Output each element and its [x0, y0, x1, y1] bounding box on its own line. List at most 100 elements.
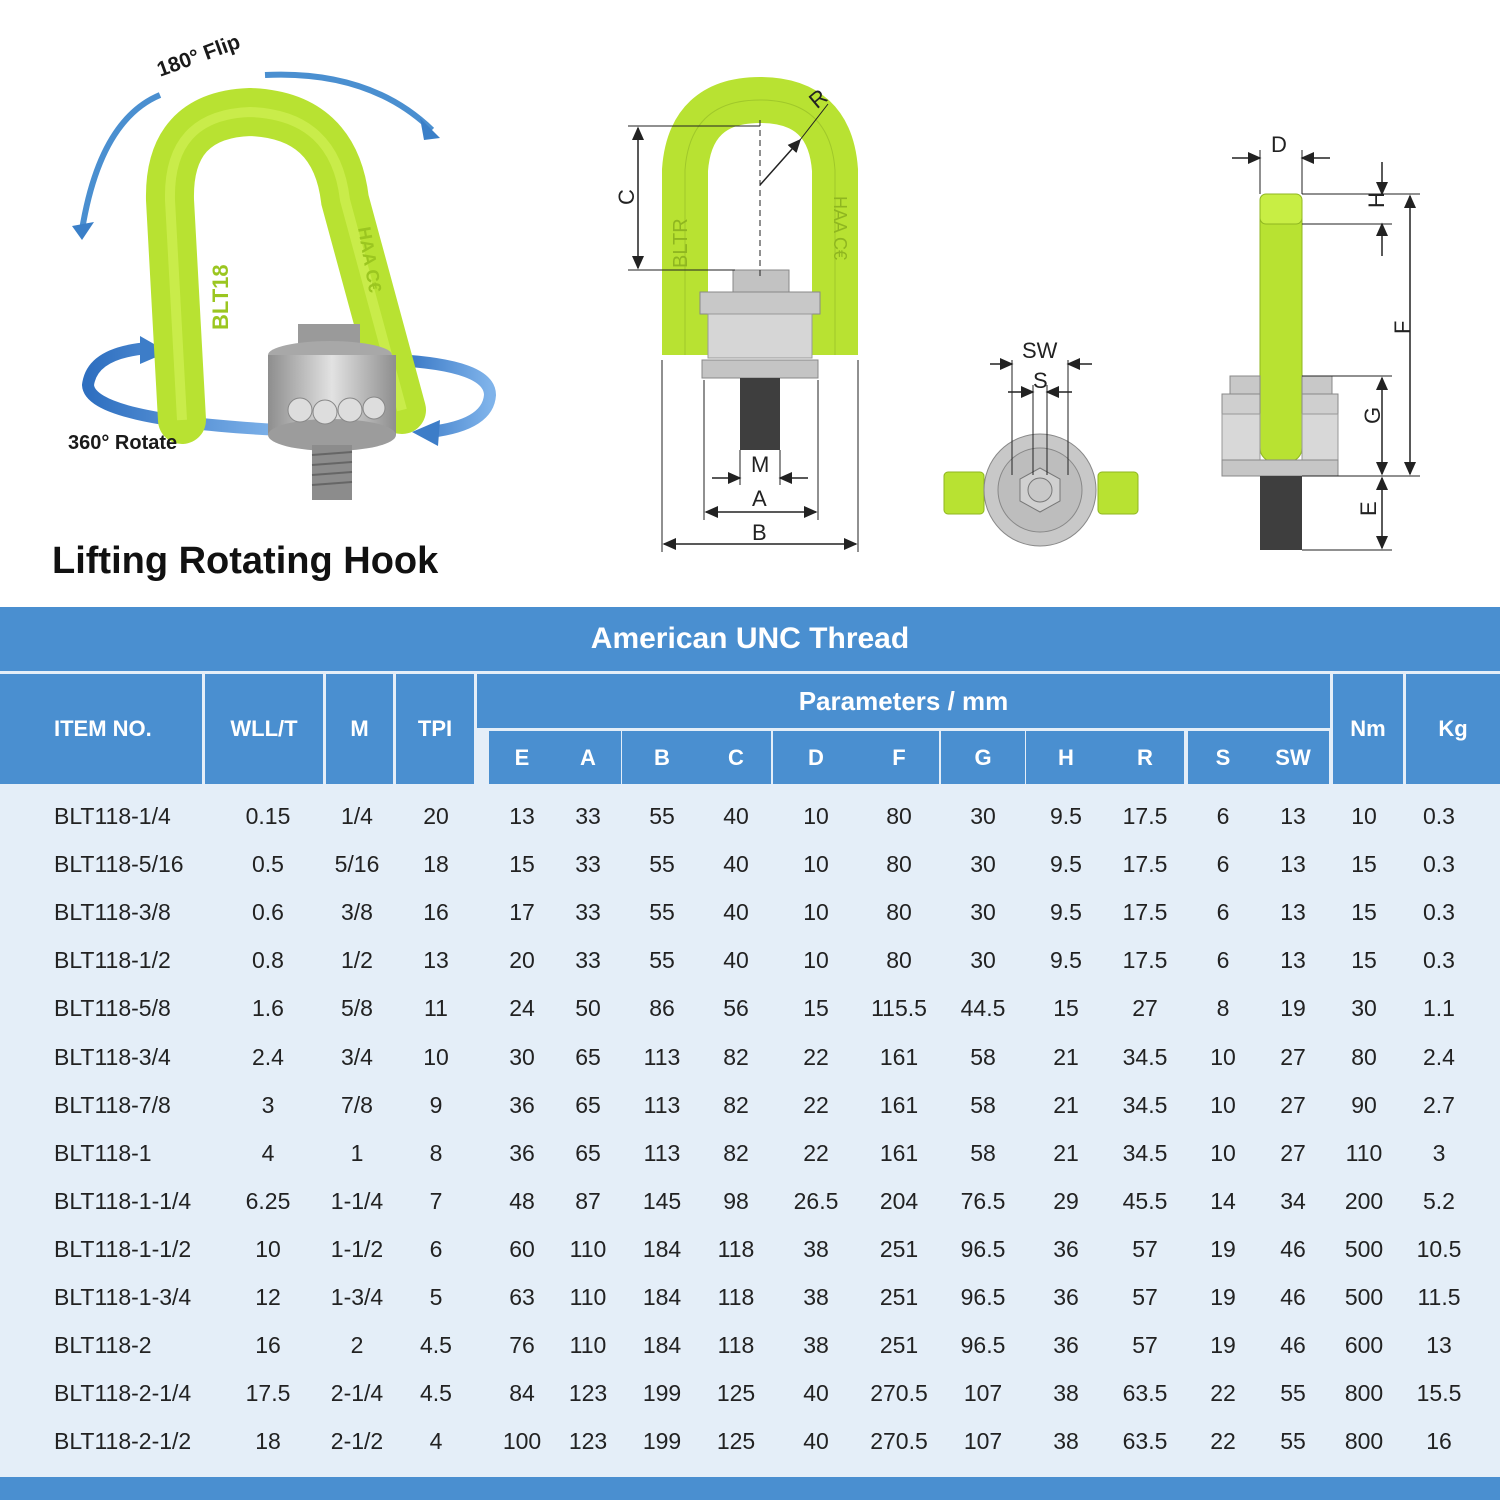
table-cell: 1/4 — [341, 803, 373, 829]
table-cell: 10 — [423, 1044, 449, 1070]
side-view-drawing: D H F G E — [1221, 132, 1420, 551]
table-cell: 0.5 — [252, 851, 284, 877]
table-cell: 800 — [1344, 1380, 1384, 1406]
table-cell: 3/8 — [341, 899, 373, 925]
header-parameters-group: Parameters / mm — [477, 674, 1330, 728]
table-cell: 10 — [803, 803, 829, 829]
cell-item-no: BLT118-1/2 — [54, 947, 171, 973]
table-cell: 251 — [879, 1236, 919, 1262]
table-cell: 17.5 — [1122, 947, 1168, 973]
table-cell: 19 — [1280, 995, 1306, 1021]
table-cell: 46 — [1280, 1284, 1306, 1310]
table-cell: 65 — [575, 1092, 601, 1118]
table-cell: 20 — [509, 947, 535, 973]
table-cell: 10 — [1210, 1092, 1236, 1118]
product-title: Lifting Rotating Hook — [52, 540, 439, 582]
table-cell: 76 — [509, 1332, 535, 1358]
table-cell: 7 — [429, 1188, 443, 1214]
table-cell: 40 — [723, 947, 749, 973]
table-cell: 1 — [350, 1140, 364, 1166]
table-cell: 58 — [970, 1140, 996, 1166]
table-cell: 22 — [803, 1092, 829, 1118]
header-param-g: G — [941, 731, 1025, 784]
cell-item-no: BLT118-1 — [54, 1140, 152, 1166]
header-wll: WLL/T — [205, 674, 323, 784]
table-cell: 38 — [803, 1332, 829, 1358]
table-cell: 10 — [255, 1236, 281, 1262]
table-cell: 57 — [1132, 1332, 1158, 1358]
table-cell: 65 — [575, 1140, 601, 1166]
table-cell: 38 — [1053, 1428, 1079, 1454]
table-cell: 34.5 — [1122, 1092, 1168, 1118]
table-cell: 13 — [1280, 851, 1306, 877]
table-cell: 118 — [717, 1332, 755, 1358]
table-cell: 123 — [568, 1380, 608, 1406]
table-cell: 10 — [803, 947, 829, 973]
table-cell: 55 — [649, 899, 675, 925]
table-cell: 800 — [1344, 1428, 1384, 1454]
table-cell: 0.6 — [252, 899, 284, 925]
table-cell: 40 — [803, 1380, 829, 1406]
table-cell: 123 — [568, 1428, 608, 1454]
table-cell: 60 — [509, 1236, 535, 1262]
table-cell: 22 — [803, 1044, 829, 1070]
table-cell: 10 — [1351, 803, 1377, 829]
table-cell: 34.5 — [1122, 1044, 1168, 1070]
table-cell: 65 — [575, 1044, 601, 1070]
table-cell: 5 — [429, 1284, 443, 1310]
table-cell: 22 — [1210, 1428, 1236, 1454]
table-banner: American UNC Thread — [0, 607, 1500, 671]
table-cell: 82 — [723, 1044, 749, 1070]
table-cell: 96.5 — [960, 1236, 1006, 1262]
table-cell: 125 — [716, 1380, 756, 1406]
table-cell: 20 — [423, 803, 449, 829]
table-cell: 8 — [1216, 995, 1230, 1021]
table-cell: 14 — [1210, 1188, 1236, 1214]
table-cell: 1.6 — [252, 995, 284, 1021]
table-cell: 27 — [1280, 1044, 1306, 1070]
table-cell: 80 — [886, 947, 912, 973]
table-cell: 58 — [970, 1092, 996, 1118]
rotate-label: 360° Rotate — [68, 432, 178, 454]
table-cell: 90 — [1351, 1092, 1377, 1118]
table-cell: 115.5 — [871, 995, 927, 1021]
table-cell: 4.5 — [420, 1380, 452, 1406]
table-cell: 5.2 — [1423, 1188, 1455, 1214]
table-cell: 270.5 — [870, 1380, 928, 1406]
table-cell: 55 — [649, 851, 675, 877]
dim-label-g: G — [1360, 407, 1385, 424]
table-cell: 30 — [970, 899, 996, 925]
cell-item-no: BLT118-1-1/2 — [54, 1236, 192, 1262]
table-cell: 199 — [642, 1380, 682, 1406]
table-cell: 110 — [1345, 1140, 1383, 1166]
table-cell: 10.5 — [1416, 1236, 1462, 1262]
table-cell: 55 — [1280, 1380, 1306, 1406]
front-ring-engraving-left: BLTR — [670, 218, 692, 268]
table-cell: 48 — [509, 1188, 535, 1214]
header-tpi: TPI — [396, 674, 474, 784]
table-cell: 55 — [1280, 1428, 1306, 1454]
table-cell: 19 — [1210, 1332, 1236, 1358]
table-cell: 13 — [1280, 947, 1306, 973]
header-param-d: D — [773, 731, 859, 784]
header-nm: Nm — [1333, 674, 1403, 784]
header-param-e: E — [489, 731, 555, 784]
header-param-a: A — [555, 731, 621, 784]
table-cell: 45.5 — [1122, 1188, 1168, 1214]
table-cell: 2.7 — [1423, 1092, 1455, 1118]
table-cell: 11.5 — [1417, 1284, 1461, 1310]
table-cell: 6 — [1216, 899, 1230, 925]
table-cell: 33 — [575, 947, 601, 973]
flip-arrow-left — [79, 92, 162, 231]
table-cell: 26.5 — [793, 1188, 839, 1214]
table-cell: 113 — [643, 1044, 681, 1070]
table-cell: 161 — [879, 1092, 919, 1118]
table-cell: 38 — [1053, 1380, 1079, 1406]
cell-item-no: BLT118-7/8 — [54, 1092, 171, 1118]
cell-item-no: BLT118-1/4 — [54, 803, 171, 829]
